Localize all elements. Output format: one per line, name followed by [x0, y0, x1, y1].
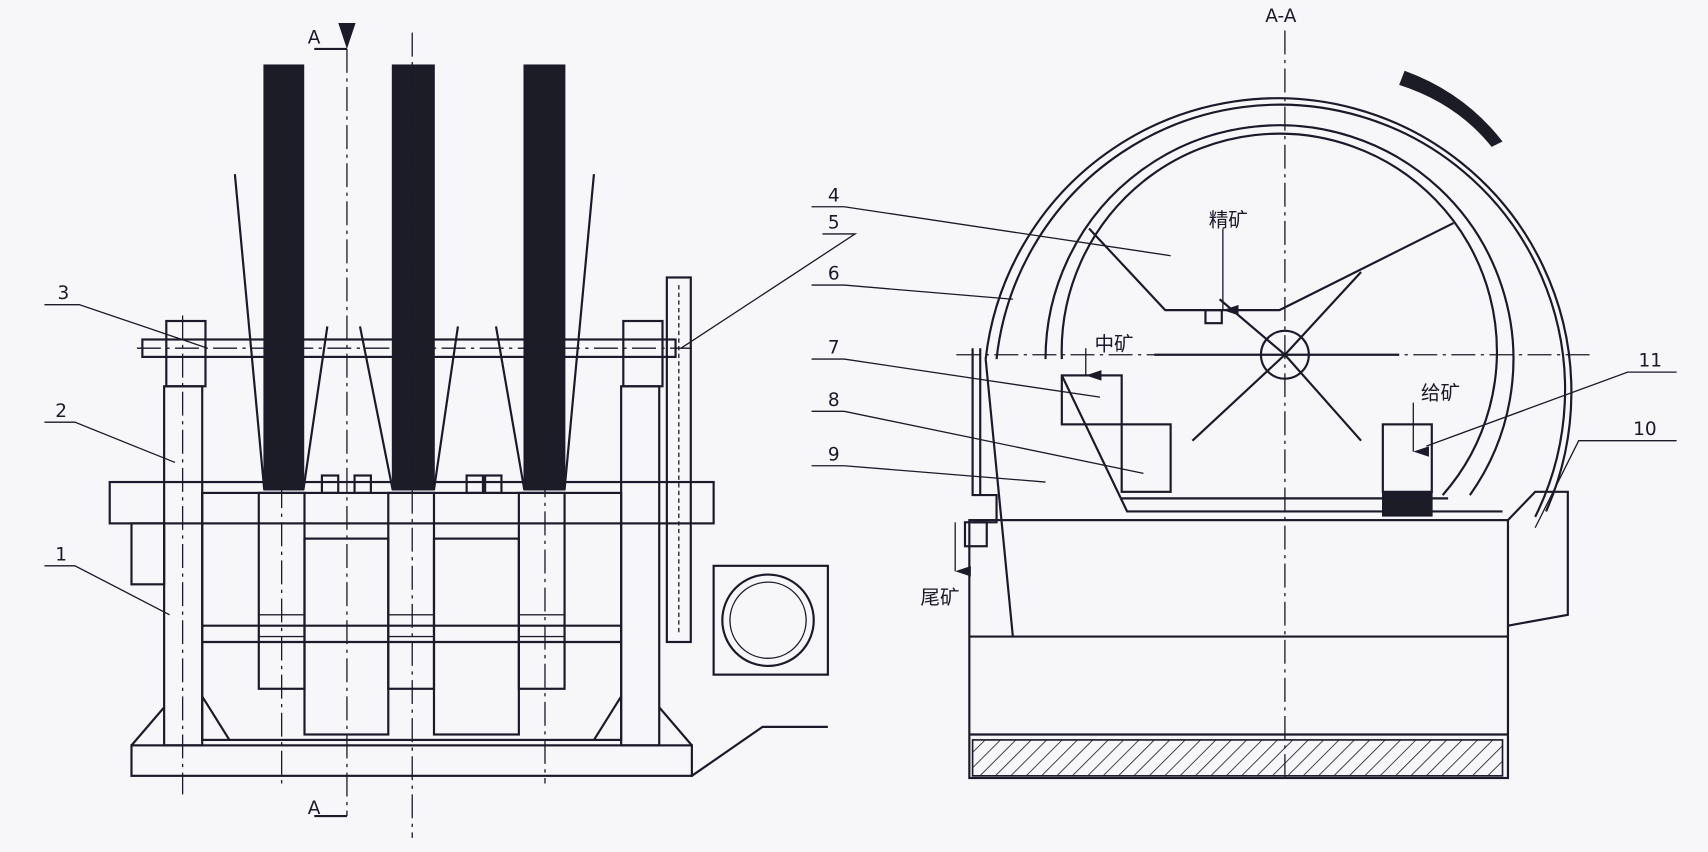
- frame-gussets: [201, 695, 623, 741]
- nut: [353, 474, 372, 495]
- front-view: A A: [108, 22, 829, 838]
- tank-base: [968, 519, 1510, 780]
- concentrate-trough: [1088, 222, 1455, 312]
- disc-inner: [1060, 132, 1499, 496]
- leader-7: [811, 358, 1101, 398]
- disc-outline: [1044, 124, 1515, 496]
- outer-ring-inner: [995, 103, 1567, 518]
- leader-5: [680, 233, 858, 349]
- label-tailings: 尾矿: [920, 586, 959, 609]
- leader-8: [811, 410, 1144, 474]
- section-view: A-A 精矿: [920, 6, 1596, 780]
- label-concentrate: 精矿: [1209, 208, 1248, 231]
- right-bearing: [622, 319, 664, 388]
- foundation-hatch: [971, 739, 1504, 777]
- rotation-arrow-icon: [1399, 70, 1503, 147]
- leader-11: [1426, 371, 1677, 447]
- part-number-3: 3: [57, 283, 69, 304]
- part-number-9: 9: [828, 444, 840, 465]
- part-number-5: 5: [828, 213, 840, 234]
- part-number-8: 8: [828, 390, 840, 411]
- drive-chain: [665, 276, 692, 644]
- part-number-6: 6: [828, 264, 840, 285]
- part-number-1: 1: [55, 544, 67, 565]
- leader-9: [811, 465, 1046, 483]
- tank-slope: [1060, 374, 1503, 513]
- side-box: [1507, 490, 1569, 627]
- leader-6: [811, 284, 1013, 300]
- label-middlings: 中矿: [1094, 332, 1133, 355]
- section-mark-bottom: A: [308, 798, 321, 819]
- feed-nozzle: [1382, 491, 1433, 517]
- left-bracket: [130, 522, 166, 586]
- valve-box: [1120, 423, 1172, 493]
- sleeve-3: [517, 491, 566, 690]
- motor: [721, 573, 815, 668]
- nut: [465, 474, 485, 495]
- disc-1: [263, 64, 305, 491]
- nut: [484, 474, 503, 495]
- disc-3: [523, 64, 566, 491]
- part-callouts: 1 2 3 4 5 6 7 8 9 10 11: [44, 185, 1677, 616]
- leader-2: [44, 421, 176, 464]
- motor-inner: [729, 581, 807, 659]
- view-title: A-A: [1265, 6, 1297, 27]
- concentrate-outlet: [1204, 309, 1223, 325]
- right-post: [620, 385, 661, 747]
- part-number-4: 4: [828, 185, 840, 206]
- feed-box: [1381, 423, 1433, 493]
- label-feed: 给矿: [1421, 381, 1460, 404]
- outer-ring: [984, 97, 1573, 512]
- disc-supports: [233, 173, 596, 490]
- leader-4: [811, 206, 1171, 257]
- gear-reducer: [712, 564, 829, 676]
- part-number-10: 10: [1633, 419, 1657, 440]
- left-bearing: [165, 319, 207, 388]
- section-mark-top: A: [308, 28, 321, 49]
- spokes: [1154, 271, 1400, 442]
- nut: [320, 474, 340, 495]
- tank-wall: [984, 358, 1014, 637]
- motor-base: [691, 725, 828, 777]
- middlings-box: [1060, 374, 1123, 426]
- leader-1: [44, 565, 170, 616]
- sleeve-2: [387, 491, 436, 690]
- disc-2: [391, 64, 435, 491]
- tailings-pipe: [971, 348, 998, 524]
- part-number-11: 11: [1639, 351, 1663, 372]
- leader-3: [44, 304, 208, 349]
- inner-column: [432, 537, 520, 736]
- part-number-2: 2: [55, 401, 67, 422]
- tailings-outlet: [963, 521, 988, 548]
- part-number-7: 7: [828, 338, 840, 359]
- leader-10: [1534, 440, 1677, 529]
- post-gussets: [130, 706, 693, 747]
